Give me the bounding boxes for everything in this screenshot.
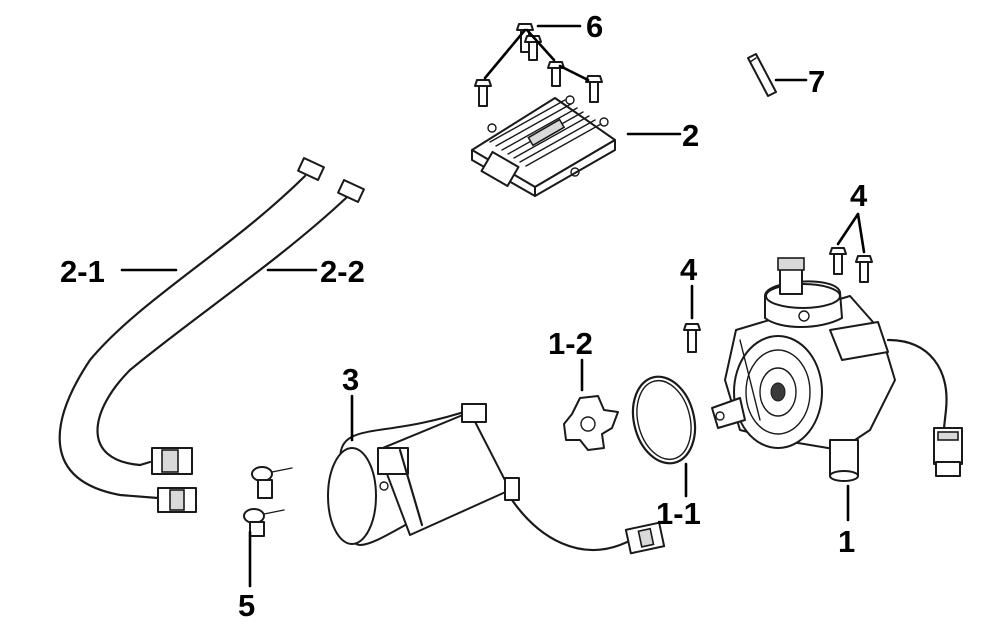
leader-6 (483, 24, 590, 82)
callout-2-1: 2-1 (60, 254, 105, 289)
callout-1: 1 (838, 524, 855, 559)
callout-1-2: 1-2 (548, 326, 593, 361)
pin-7 (747, 53, 777, 97)
callout-1-1: 1-1 (656, 496, 701, 531)
coupling-1-2 (563, 395, 619, 451)
callout-5: 5 (238, 588, 255, 623)
motor-3-wire (510, 498, 634, 552)
callout-2-2: 2-2 (320, 254, 365, 289)
callout-4b: 4 (850, 178, 868, 213)
gearbox-housing-1 (711, 257, 896, 482)
motor-3 (327, 403, 520, 546)
callout-7: 7 (808, 64, 825, 99)
bolts-6 (474, 23, 603, 107)
bolts-4 (683, 247, 873, 353)
ecu-module-2 (471, 95, 616, 197)
leader-4b (836, 212, 866, 254)
harness-2-1 (58, 157, 325, 513)
fuses-5 (243, 466, 293, 537)
housing-1-wire (886, 338, 948, 430)
motor-3-connector (624, 521, 666, 555)
callout-3: 3 (342, 362, 359, 397)
callout-4a: 4 (680, 252, 698, 287)
o-ring-1-1 (631, 375, 697, 465)
harness-2-2 (96, 179, 365, 475)
housing-1-connector (933, 427, 963, 477)
callout-6: 6 (586, 9, 603, 44)
callout-2: 2 (682, 118, 699, 153)
